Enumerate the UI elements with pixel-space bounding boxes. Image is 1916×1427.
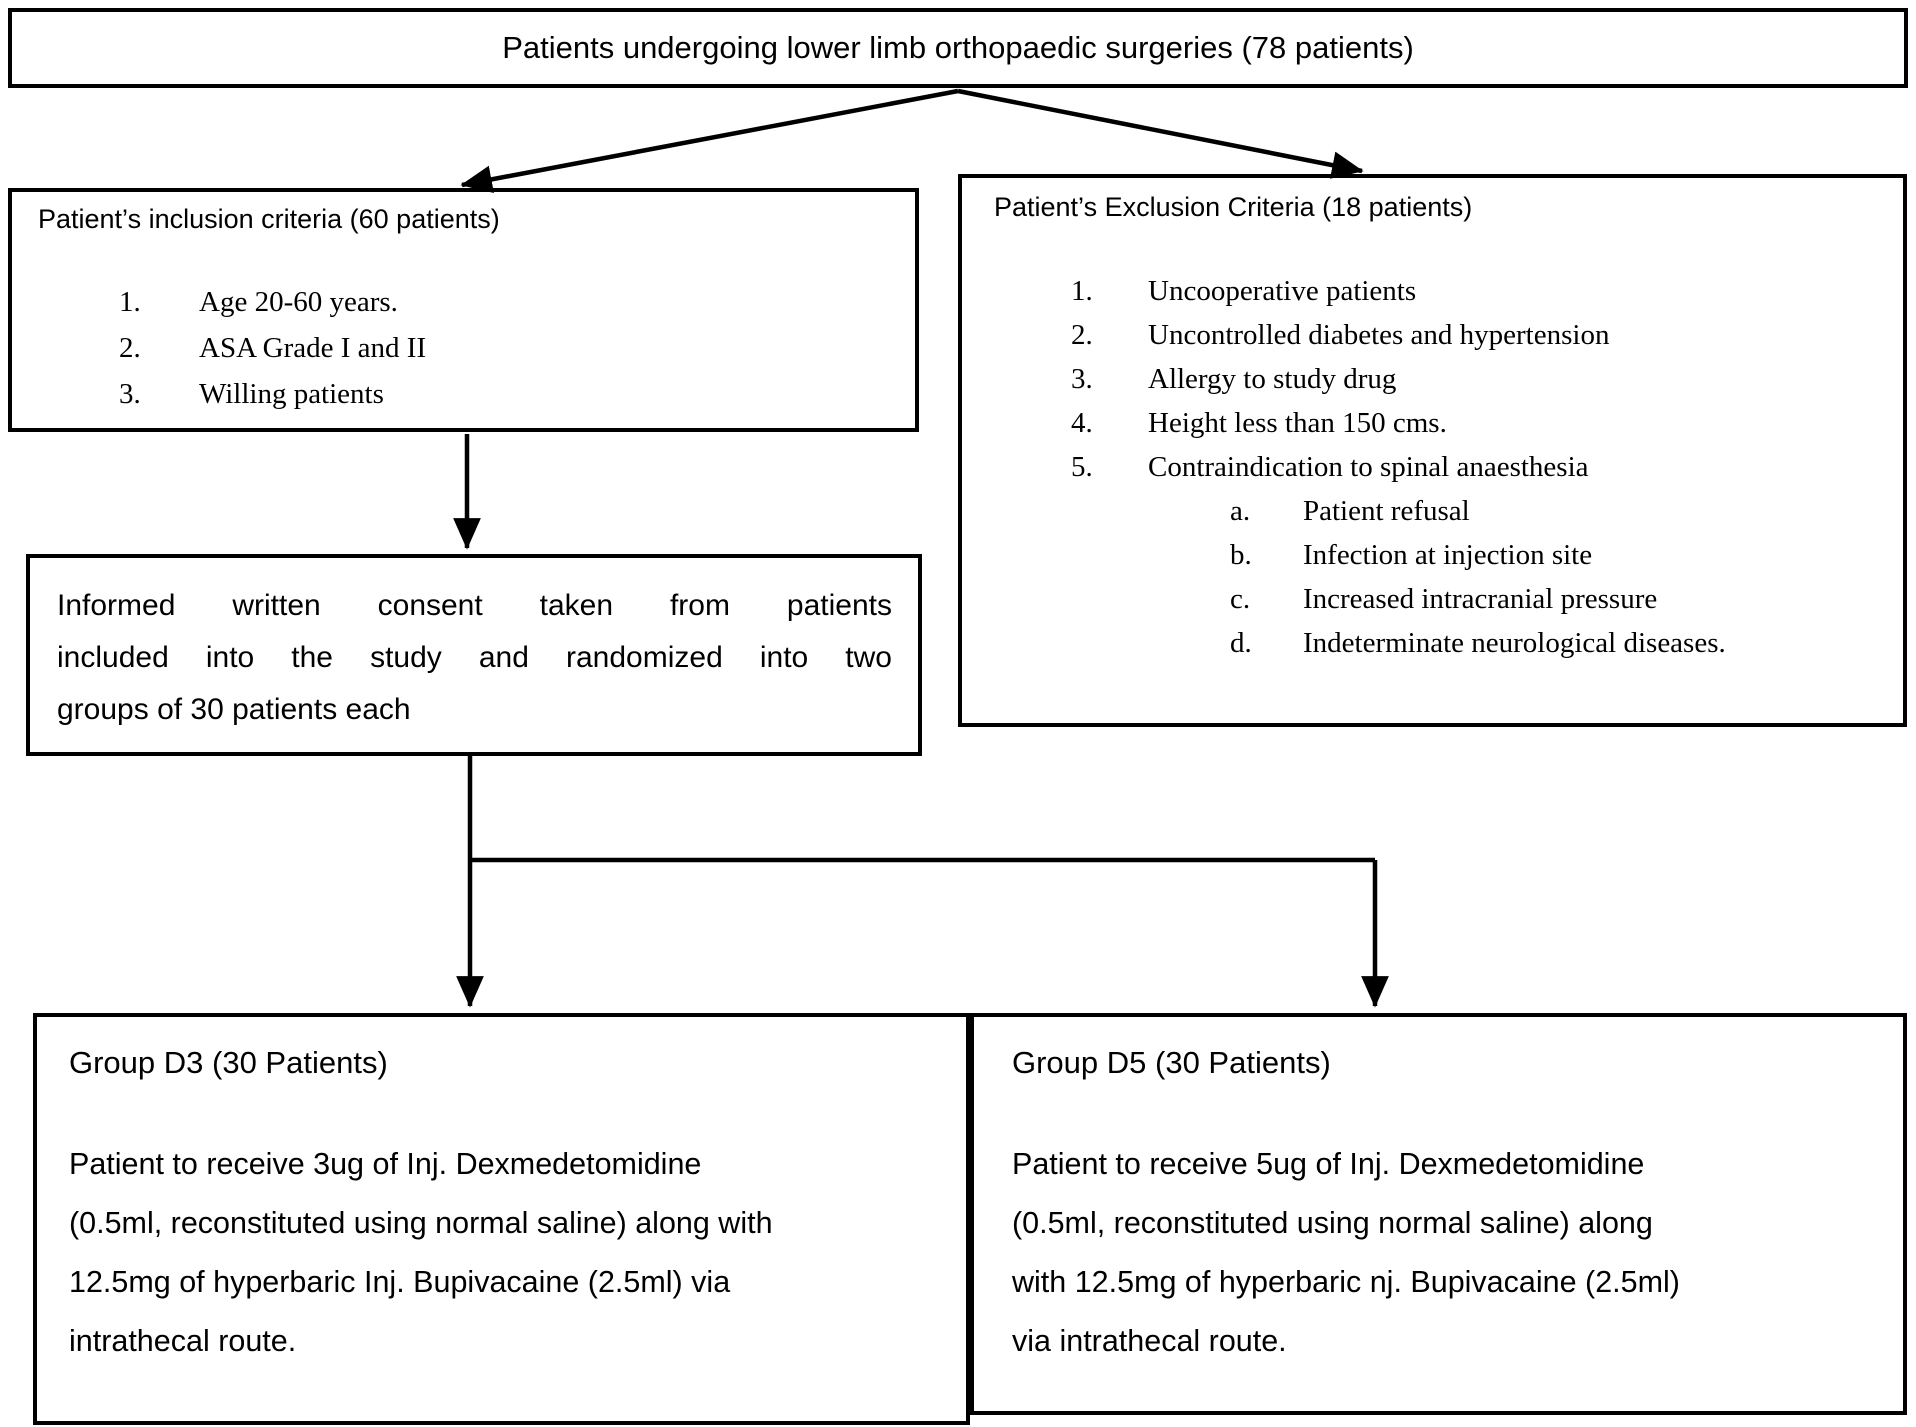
list-item-text: Allergy to study drug	[1148, 362, 1397, 395]
group-d5-title: Group D5 (30 Patients)	[1012, 1045, 1331, 1080]
list-item-number: 2.	[119, 331, 141, 364]
group-d5-line: via intrathecal route.	[1012, 1324, 1287, 1358]
exclusion-title: Patient’s Exclusion Criteria (18 patient…	[994, 192, 1473, 222]
list-item: 3. Allergy to study drug	[994, 357, 1903, 401]
list-item-text: Indeterminate neurological diseases.	[1303, 626, 1726, 659]
list-item: 5. Contraindication to spinal anaesthesi…	[994, 445, 1903, 489]
consent-line: Informed written consent taken from pati…	[57, 589, 892, 622]
list-item-number: 3.	[1071, 362, 1093, 395]
list-item-text: Infection at injection site	[1303, 538, 1593, 571]
group-d3-line: Patient to receive 3ug of Inj. Dexmedeto…	[69, 1147, 702, 1181]
enrollment-box: Patients undergoing lower limb orthopaed…	[8, 8, 1908, 88]
group-d3-title: Group D3 (30 Patients)	[69, 1045, 388, 1080]
list-item-letter: d.	[1230, 626, 1252, 659]
list-item-text: Increased intracranial pressure	[1303, 582, 1658, 615]
sub-list-item: d. Indeterminate neurological diseases.	[994, 621, 1903, 665]
group-d3-line: 12.5mg of hyperbaric Inj. Bupivacaine (2…	[69, 1265, 731, 1299]
sub-list-item: b. Infection at injection site	[994, 533, 1903, 577]
group-d5-line: Patient to receive 5ug of Inj. Dexmedeto…	[1012, 1147, 1645, 1181]
sub-list-item: c. Increased intracranial pressure	[994, 577, 1903, 621]
list-item-number: 5.	[1071, 450, 1093, 483]
list-item: 1. Uncooperative patients	[994, 269, 1903, 313]
consent-randomization-box: Informed written consent taken from pati…	[26, 554, 922, 756]
list-item: 2. ASA Grade I and II	[38, 325, 915, 371]
arrow-top-to-exclusion	[957, 88, 1364, 179]
list-item-text: Patient refusal	[1303, 494, 1470, 527]
arrow-top-to-inclusion	[460, 88, 959, 194]
list-item-number: 4.	[1071, 406, 1093, 439]
list-item-number: 2.	[1071, 318, 1093, 351]
list-item-text: Contraindication to spinal anaesthesia	[1148, 450, 1589, 483]
group-d3-description: Patient to receive 3ug of Inj. Dexmedeto…	[69, 1135, 936, 1371]
list-item-letter: c.	[1230, 582, 1251, 615]
group-d3-line: (0.5ml, reconstituted using normal salin…	[69, 1206, 773, 1240]
group-d3-box: Group D3 (30 Patients) Patient to receiv…	[33, 1013, 970, 1425]
list-item-text: Uncooperative patients	[1148, 274, 1417, 307]
consent-line: groups of 30 patients each	[57, 693, 411, 726]
list-item-text: Age 20-60 years.	[199, 285, 398, 318]
list-item-text: Uncontrolled diabetes and hypertension	[1148, 318, 1610, 351]
list-item-text: Height less than 150 cms.	[1148, 406, 1447, 439]
exclusion-list: 1. Uncooperative patients 2. Uncontrolle…	[994, 269, 1903, 665]
group-d5-box: Group D5 (30 Patients) Patient to receiv…	[970, 1013, 1907, 1415]
list-item: 1. Age 20-60 years.	[38, 279, 915, 325]
consent-line: included into the study and randomized i…	[57, 641, 892, 674]
group-d5-description: Patient to receive 5ug of Inj. Dexmedeto…	[1012, 1135, 1879, 1371]
group-d5-line: with 12.5mg of hyperbaric nj. Bupivacain…	[1012, 1265, 1680, 1299]
enrollment-text: Patients undergoing lower limb orthopaed…	[502, 30, 1414, 65]
exclusion-criteria-box: Patient’s Exclusion Criteria (18 patient…	[958, 174, 1907, 727]
list-item-number: 1.	[119, 285, 141, 318]
list-item-text: ASA Grade I and II	[199, 331, 427, 364]
group-d5-line: (0.5ml, reconstituted using normal salin…	[1012, 1206, 1653, 1240]
list-item: 2. Uncontrolled diabetes and hypertensio…	[994, 313, 1903, 357]
group-d3-line: intrathecal route.	[69, 1324, 297, 1358]
sub-list-item: a. Patient refusal	[994, 489, 1903, 533]
inclusion-list: 1. Age 20-60 years. 2. ASA Grade I and I…	[38, 279, 915, 417]
list-item-number: 1.	[1071, 274, 1093, 307]
list-item: 4. Height less than 150 cms.	[994, 401, 1903, 445]
list-item: 3. Willing patients	[38, 371, 915, 417]
list-item-letter: b.	[1230, 538, 1252, 571]
inclusion-criteria-box: Patient’s inclusion criteria (60 patient…	[8, 188, 919, 432]
list-item-text: Willing patients	[199, 377, 384, 410]
inclusion-title: Patient’s inclusion criteria (60 patient…	[38, 204, 500, 234]
list-item-number: 3.	[119, 377, 141, 410]
list-item-letter: a.	[1230, 494, 1251, 527]
